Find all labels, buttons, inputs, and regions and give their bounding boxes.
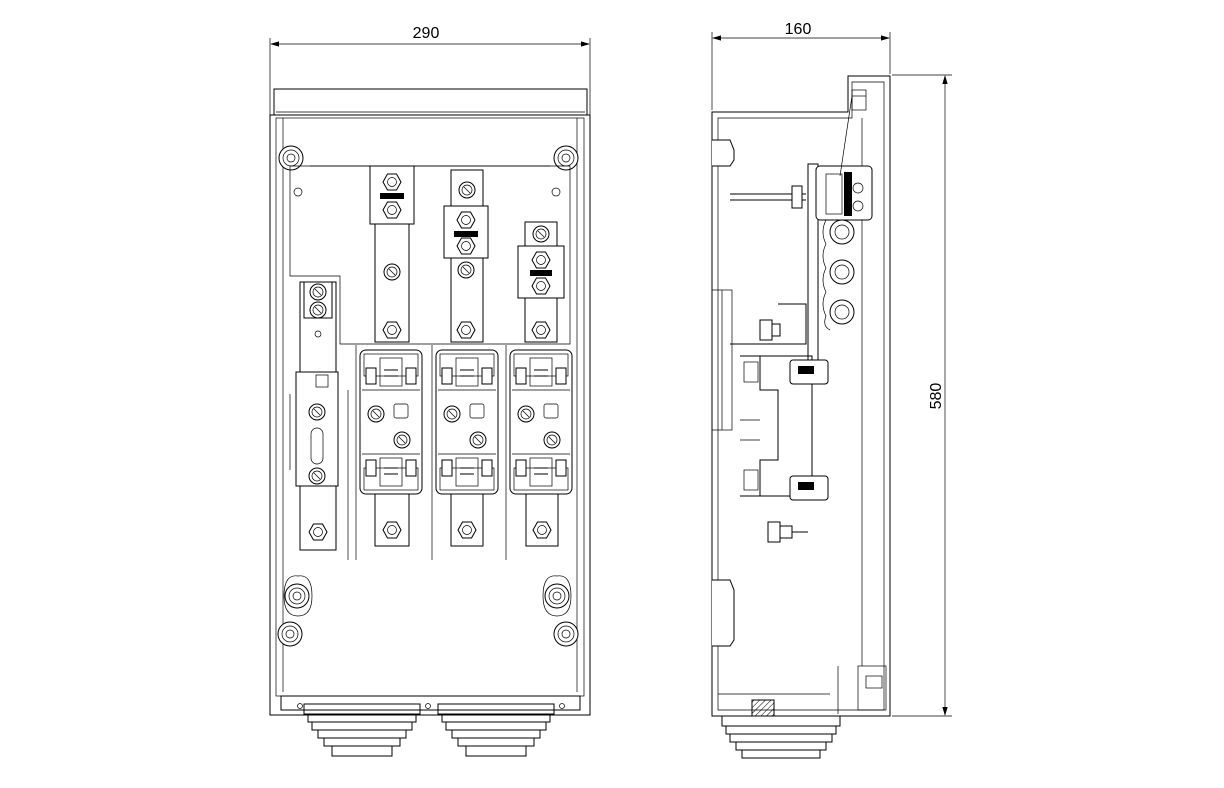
side-cable-gland — [721, 715, 841, 759]
side-depth-dimension: 160 — [785, 21, 812, 38]
height-dimension: 580 — [928, 383, 945, 410]
cable-gland-right — [437, 703, 555, 757]
cable-gland-left — [303, 703, 421, 757]
side-view: 160 580 — [711, 21, 952, 759]
front-width-dimension: 290 — [413, 25, 440, 42]
front-view: 290 — [269, 25, 591, 757]
